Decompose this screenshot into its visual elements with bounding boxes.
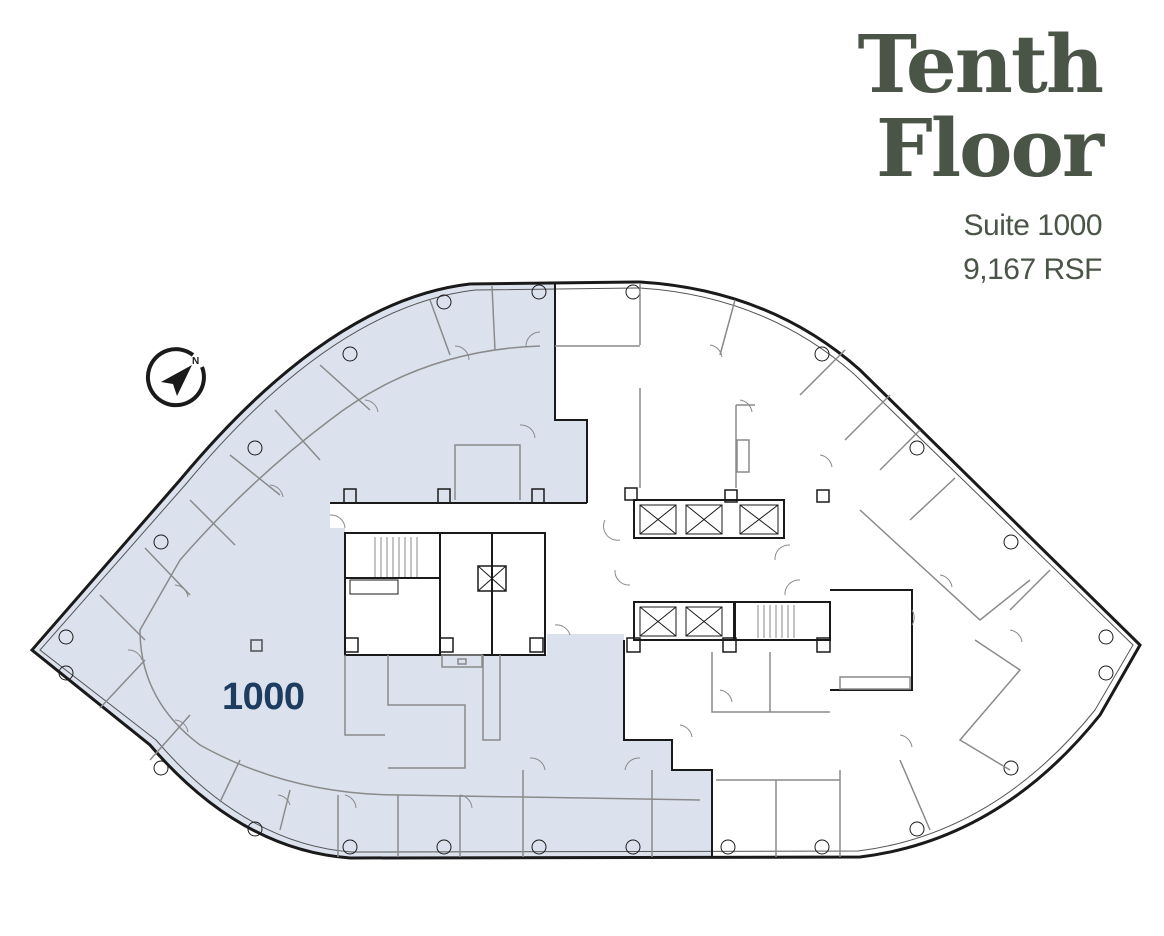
floor-title-block: Tenth Floor Suite 1000 9,167 RSF xyxy=(857,17,1104,292)
svg-text:N: N xyxy=(192,356,199,367)
area-label: 9,167 RSF xyxy=(963,253,1102,286)
suite-1000-area[interactable] xyxy=(35,284,712,857)
north-compass-icon: N xyxy=(145,347,206,408)
floor-title-line2: Floor xyxy=(875,101,1104,195)
perimeter-columns xyxy=(58,284,1114,855)
door-swings xyxy=(127,331,1023,809)
suite-label: Suite 1000 xyxy=(963,209,1103,242)
floor-title-line1: Tenth xyxy=(857,17,1104,111)
office-partitions xyxy=(99,284,1051,857)
building-exterior-wall xyxy=(29,280,1142,860)
suite-number-label: 1000 xyxy=(222,676,305,718)
structural-columns xyxy=(250,487,831,653)
elevator-bank xyxy=(633,499,785,641)
